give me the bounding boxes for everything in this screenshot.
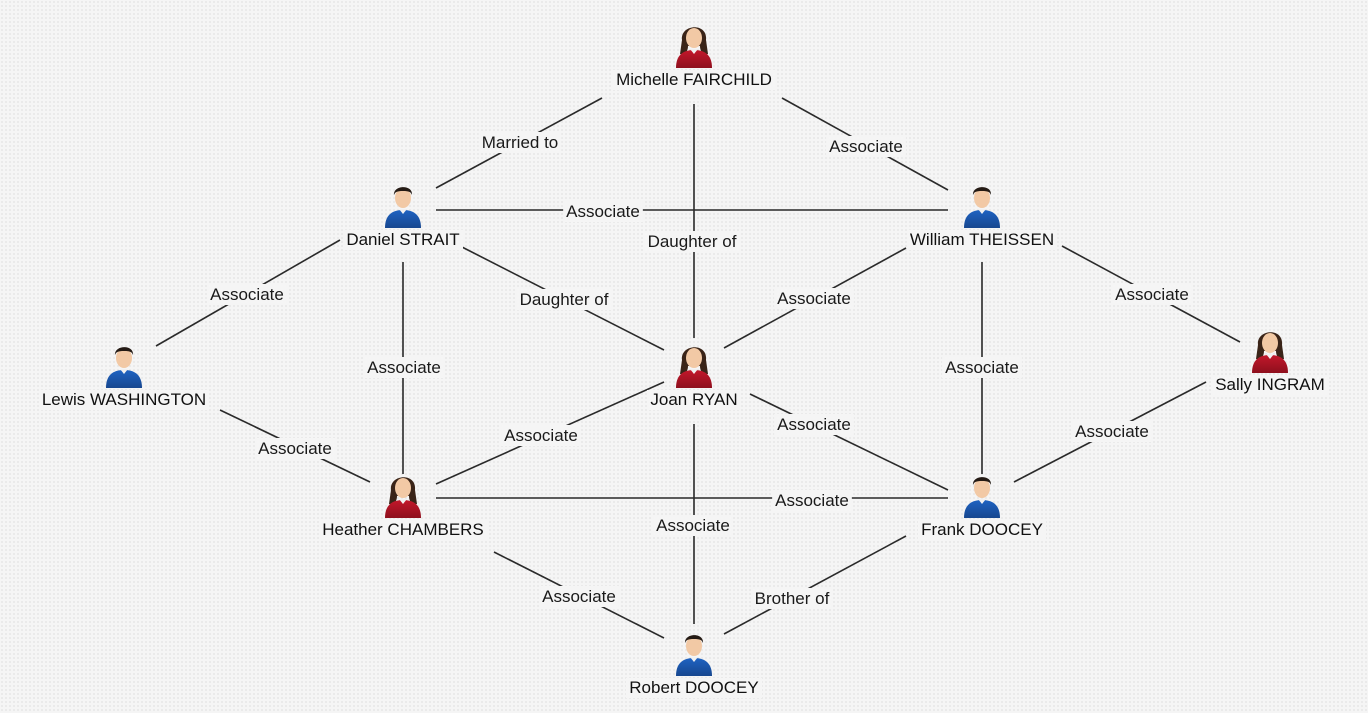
edge-label: Associate <box>1115 285 1189 304</box>
edge-william-sally: Associate <box>1061 245 1241 343</box>
person-node-michelle[interactable]: Michelle FAIRCHILD <box>554 20 834 90</box>
edge-label-background <box>539 586 619 607</box>
edge-label-background <box>364 357 444 378</box>
edge-label: Associate <box>258 439 332 458</box>
female-person-icon <box>381 470 425 518</box>
edge-label-background <box>653 515 733 536</box>
person-name: Heather CHAMBERS <box>319 520 487 540</box>
edge-michelle-joan: Daughter of <box>644 104 740 338</box>
edge-heather-frank: Associate <box>436 490 948 511</box>
edge-label-background <box>774 288 854 309</box>
edge-label: Married to <box>482 133 559 152</box>
edge-label: Associate <box>775 491 849 510</box>
edge-daniel-heather: Associate <box>364 262 444 474</box>
edge-label: Daughter of <box>520 290 609 309</box>
edge-michelle-william: Associate <box>781 97 949 191</box>
edge-label: Associate <box>777 415 851 434</box>
edge-label-background <box>478 132 562 153</box>
edge-joan-heather: Associate <box>435 381 665 485</box>
edge-label: Associate <box>566 202 640 221</box>
person-node-frank[interactable]: Frank DOOCEY <box>842 470 1122 540</box>
edge-label: Associate <box>367 358 441 377</box>
person-name: Daniel STRAIT <box>343 230 463 250</box>
person-name: Michelle FAIRCHILD <box>613 70 775 90</box>
person-node-heather[interactable]: Heather CHAMBERS <box>263 470 543 540</box>
edge-label: Brother of <box>755 589 830 608</box>
edge-daniel-william: Associate <box>436 201 948 222</box>
edge-daniel-joan: Daughter of <box>459 245 665 351</box>
person-node-daniel[interactable]: Daniel STRAIT <box>263 180 543 250</box>
male-person-icon <box>102 340 146 388</box>
person-node-joan[interactable]: Joan RYAN <box>554 340 834 410</box>
edge-label-background <box>751 588 833 609</box>
person-node-sally[interactable]: Sally INGRAM <box>1130 325 1368 395</box>
person-name: Lewis WASHINGTON <box>38 390 210 410</box>
edge-william-joan: Associate <box>723 247 907 349</box>
edge-label-background <box>644 231 740 252</box>
edge-label: Associate <box>504 426 578 445</box>
edge-label-background <box>207 284 287 305</box>
edge-label-background <box>255 438 335 459</box>
person-name: Sally INGRAM <box>1212 375 1328 395</box>
male-person-icon <box>672 628 716 676</box>
female-person-icon <box>1248 325 1292 373</box>
edge-label: Daughter of <box>648 232 737 251</box>
person-name: Frank DOOCEY <box>918 520 1046 540</box>
edge-william-frank: Associate <box>942 262 1022 474</box>
person-node-lewis[interactable]: Lewis WASHINGTON <box>0 340 264 410</box>
male-person-icon <box>960 470 1004 518</box>
edge-label: Associate <box>1075 422 1149 441</box>
edge-label: Associate <box>945 358 1019 377</box>
person-node-robert[interactable]: Robert DOOCEY <box>554 628 834 698</box>
edge-daniel-lewis: Associate <box>155 239 341 347</box>
female-person-icon <box>672 340 716 388</box>
edge-michelle-daniel: Married to <box>435 97 603 189</box>
edge-lewis-heather: Associate <box>219 409 371 483</box>
edge-label: Associate <box>542 587 616 606</box>
person-name: Robert DOOCEY <box>626 678 762 698</box>
male-person-icon <box>381 180 425 228</box>
edge-label-background <box>826 136 906 157</box>
edge-line <box>749 393 949 491</box>
male-person-icon <box>960 180 1004 228</box>
edge-label-background <box>1112 284 1192 305</box>
edge-label-background <box>774 414 854 435</box>
edge-label-background <box>501 425 581 446</box>
edge-joan-robert: Associate <box>653 424 733 624</box>
edge-line <box>723 535 907 635</box>
edge-frank-robert: Brother of <box>723 535 907 635</box>
edge-heather-robert: Associate <box>493 551 665 639</box>
edge-sally-frank: Associate <box>1013 381 1207 483</box>
person-name: Joan RYAN <box>647 390 741 410</box>
edge-label-background <box>942 357 1022 378</box>
edge-label: Associate <box>656 516 730 535</box>
edge-label-background <box>516 289 612 310</box>
edge-label-background <box>1072 421 1152 442</box>
person-name: William THEISSEN <box>906 230 1058 250</box>
female-person-icon <box>672 20 716 68</box>
edge-joan-frank: Associate <box>749 393 949 491</box>
person-node-william[interactable]: William THEISSEN <box>842 180 1122 250</box>
edge-label: Associate <box>777 289 851 308</box>
edge-label: Associate <box>210 285 284 304</box>
edge-label-background <box>563 201 643 222</box>
edge-label: Associate <box>829 137 903 156</box>
edge-label-background <box>772 490 852 511</box>
